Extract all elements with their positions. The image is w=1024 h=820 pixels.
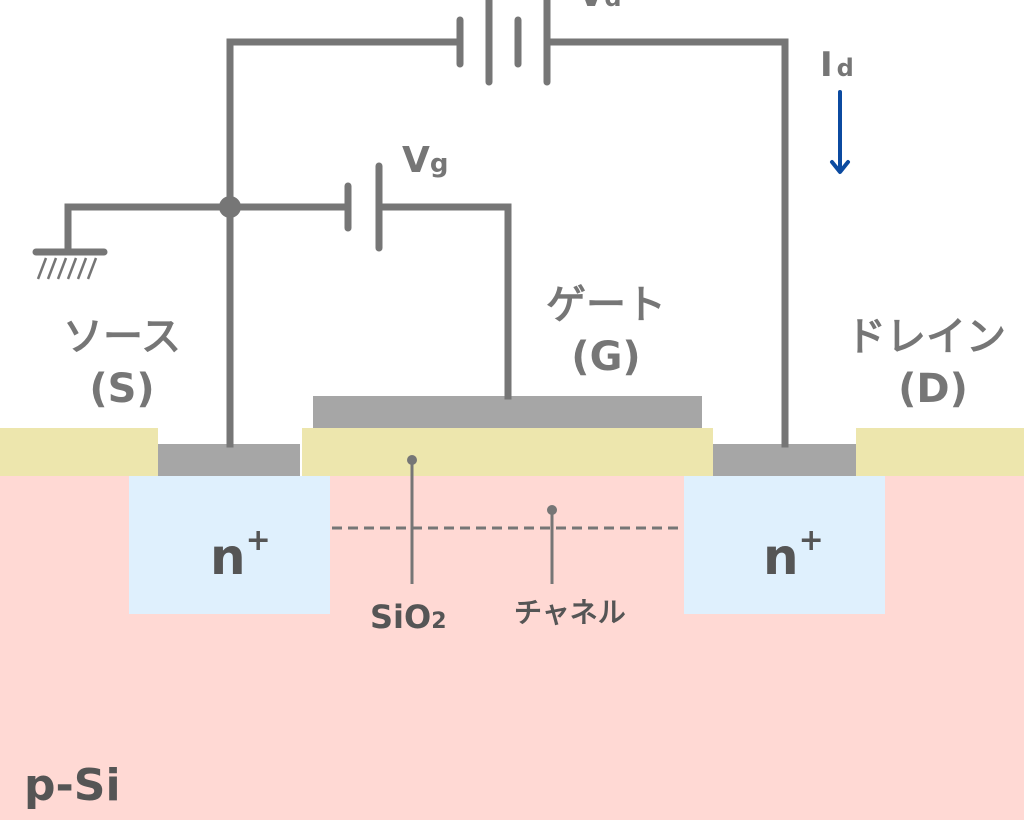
source-contact — [158, 444, 300, 476]
vd-label: Vd — [578, 0, 622, 15]
drain-circuit-wire-left — [226, 38, 464, 448]
gate-abbr-label: (G) — [571, 334, 640, 380]
sio2-label: SiO2 — [370, 598, 447, 636]
drain-circuit-wire-right — [543, 38, 789, 448]
drain-current-arrow-icon — [830, 90, 850, 174]
gate-oxide — [302, 428, 713, 476]
junction-node — [219, 196, 241, 218]
sio2-leader — [407, 455, 417, 584]
field-oxide-right — [856, 428, 1024, 476]
gate-wire-right — [375, 203, 512, 400]
n-plus-drain-label: n+ — [763, 523, 824, 586]
drain-contact — [713, 444, 856, 476]
drain-abbr-label: (D) — [898, 366, 968, 412]
ground-wire — [64, 203, 234, 254]
gate-electrode — [313, 396, 702, 428]
n-plus-drain-region — [684, 476, 885, 614]
channel-label: チャネル — [514, 596, 626, 629]
vg-label: Vg — [402, 140, 449, 181]
drain-battery-icon — [456, 0, 551, 86]
drain-label: ドレイン — [846, 314, 1006, 360]
channel-leader — [547, 505, 557, 584]
gate-battery-icon — [344, 162, 383, 252]
field-oxide-left — [0, 428, 158, 476]
ground-icon — [32, 248, 108, 280]
substrate-label: p-Si — [24, 760, 121, 811]
gate-label: ゲート — [546, 282, 666, 328]
source-label: ソース — [63, 314, 181, 360]
n-plus-source-label: n+ — [210, 523, 271, 586]
source-abbr-label: (S) — [89, 366, 154, 412]
n-plus-source-region — [129, 476, 330, 614]
